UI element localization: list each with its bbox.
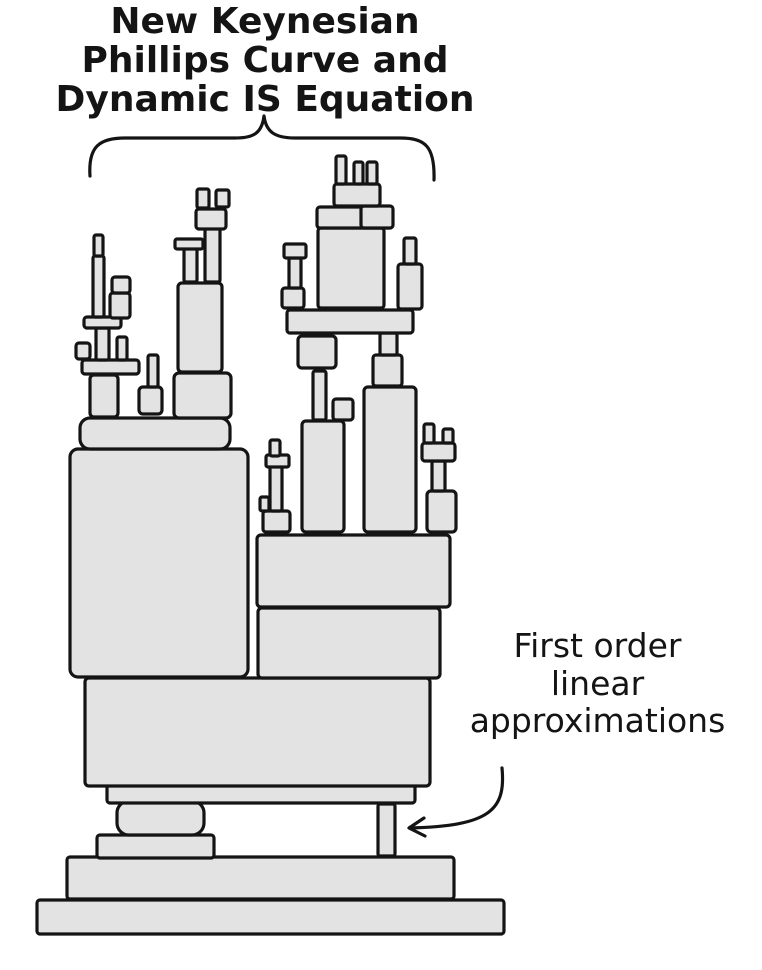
small-pin-side bbox=[258, 495, 271, 513]
left-nub-a bbox=[74, 341, 92, 361]
foundation bbox=[35, 676, 506, 936]
right-box-crown bbox=[332, 182, 382, 208]
base-step-left bbox=[95, 833, 216, 860]
far-right-head bbox=[420, 441, 457, 463]
right-col-b-top bbox=[371, 353, 404, 388]
left-tower bbox=[68, 187, 250, 679]
left-tiny-stem bbox=[146, 353, 160, 389]
annotation-line-1: First order bbox=[513, 626, 682, 665]
right-crown-pin-a bbox=[334, 154, 348, 186]
far-right-tip-a bbox=[422, 422, 436, 445]
left-side-block-b bbox=[110, 275, 132, 295]
annotation-line-3: approximations bbox=[469, 701, 726, 740]
mid-head bbox=[194, 207, 228, 231]
right-col-b bbox=[362, 385, 418, 534]
mid-head-nub-b bbox=[214, 188, 231, 209]
left-pillar bbox=[94, 326, 111, 362]
small-pin-stem bbox=[268, 464, 284, 513]
left-spire-tip bbox=[92, 233, 105, 258]
mid-column-a bbox=[182, 246, 199, 284]
base-slab-upper bbox=[65, 855, 456, 901]
left-side-block-a bbox=[108, 291, 132, 320]
left-crossbar bbox=[80, 358, 141, 376]
right-left-nub bbox=[280, 286, 306, 310]
main-base-block bbox=[83, 676, 432, 788]
far-right-stem bbox=[430, 459, 447, 493]
mid-column-b bbox=[203, 226, 222, 284]
right-box bbox=[316, 226, 386, 310]
base-roller bbox=[115, 799, 206, 837]
annotation-arrowhead bbox=[407, 816, 427, 838]
support-post bbox=[376, 802, 397, 858]
curly-brace bbox=[88, 114, 436, 182]
right-platform bbox=[285, 308, 415, 335]
right-side-stem bbox=[402, 236, 418, 266]
small-pin-block bbox=[261, 509, 292, 534]
left-spire bbox=[91, 254, 106, 319]
left-small-block bbox=[88, 373, 120, 419]
left-tiny-block bbox=[137, 385, 164, 416]
title-line-3: Dynamic IS Equation bbox=[55, 79, 475, 120]
base-slab bbox=[35, 898, 506, 936]
annotation-line-2: linear bbox=[550, 663, 645, 703]
title-line-2: Phillips Curve and bbox=[81, 40, 449, 81]
annotation-label: First order linear approximations bbox=[445, 627, 750, 740]
right-tower bbox=[255, 154, 458, 680]
left-nub-b bbox=[115, 335, 129, 362]
far-right-block bbox=[425, 489, 458, 534]
right-side-block bbox=[396, 262, 424, 311]
small-pin-tip bbox=[268, 438, 282, 458]
left-cap bbox=[78, 416, 232, 451]
annotation-arrow bbox=[408, 766, 505, 830]
right-lower-block bbox=[256, 606, 442, 680]
right-left-head bbox=[282, 242, 308, 260]
right-crown-pin-c bbox=[365, 160, 379, 186]
right-box-ledge-b bbox=[359, 204, 395, 230]
mid-head-nub-a bbox=[195, 187, 211, 210]
right-col-a-head bbox=[296, 334, 338, 370]
title-line-1: New Keynesian bbox=[110, 1, 420, 42]
right-left-stem bbox=[287, 256, 303, 290]
mid-ledge bbox=[173, 237, 205, 251]
right-upper-block bbox=[255, 533, 452, 609]
far-right-tip-b bbox=[441, 427, 455, 445]
right-col-a bbox=[300, 419, 346, 534]
left-large-block bbox=[68, 447, 250, 679]
title-label: New Keynesian Phillips Curve and Dynamic… bbox=[40, 2, 490, 119]
right-crown-pin-b bbox=[352, 160, 365, 186]
right-col-a-stem bbox=[311, 369, 328, 422]
mid-tall-block bbox=[176, 281, 224, 374]
right-col-a-nub bbox=[331, 397, 355, 422]
right-col-b-cap bbox=[378, 331, 399, 357]
mid-base-block bbox=[172, 371, 233, 420]
